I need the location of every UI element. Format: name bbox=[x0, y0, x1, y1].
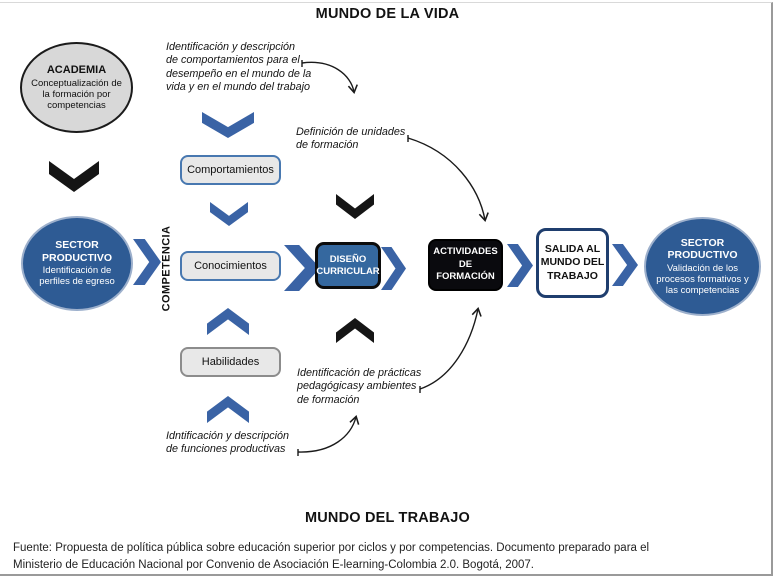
annotation-line: de funciones productivas bbox=[166, 443, 286, 456]
node-actividades-formacion: ACTIVIDADES DE FORMACIÓN bbox=[428, 239, 503, 291]
source-citation: Fuente: Propuesta de política pública so… bbox=[13, 540, 649, 575]
annotation-line: de formación bbox=[296, 139, 359, 152]
competencia-label: COMPETENCIA bbox=[160, 225, 173, 312]
source-citation-line2: Ministerio de Educación Nacional por Con… bbox=[13, 559, 535, 572]
annotation-line: Definición de unidades bbox=[296, 126, 406, 138]
annotation-comportamientos: Identificación y descripción de comporta… bbox=[166, 41, 326, 95]
node-diseno-curricular: DISEÑO CURRICULAR bbox=[315, 242, 381, 289]
node-sector-productivo-left: SECTOR PRODUCTIVO Identificación de perf… bbox=[21, 216, 133, 311]
annotation-line: de formación bbox=[297, 393, 360, 406]
node-conocimientos-label: Conocimientos bbox=[194, 260, 267, 272]
node-sector-right-title: SECTOR PRODUCTIVO bbox=[667, 236, 738, 262]
node-salida-mundo-trabajo: SALIDA AL MUNDO DEL TRABAJO bbox=[536, 228, 609, 298]
annotation-line: vida y en el mundo del trabajo bbox=[166, 81, 311, 94]
node-habilidades-label: Habilidades bbox=[201, 356, 260, 368]
node-salida-mundo-trabajo-label: SALIDA AL MUNDO DEL TRABAJO bbox=[540, 242, 605, 282]
annotation-funciones-productivas: Idntificación y descripción de funciones… bbox=[166, 430, 301, 457]
node-sector-productivo-right: SECTOR PRODUCTIVO Validación de los proc… bbox=[644, 217, 761, 316]
annotation-line: desempeño en el mundo de la bbox=[166, 67, 312, 80]
node-comportamientos: Comportamientos bbox=[180, 155, 281, 185]
node-academia: ACADEMIA Conceptualización de la formaci… bbox=[20, 42, 133, 133]
node-actividades-formacion-label: ACTIVIDADES DE FORMACIÓN bbox=[433, 246, 498, 283]
node-academia-title: ACADEMIA bbox=[46, 63, 107, 76]
annotation-line: Identificación de prácticas bbox=[297, 367, 422, 379]
annotation-definicion-unidades: Definición de unidades de formación bbox=[296, 126, 416, 153]
node-sector-left-title: SECTOR PRODUCTIVO bbox=[41, 239, 112, 264]
annotation-line: Identificación y descripción bbox=[166, 41, 296, 53]
node-habilidades: Habilidades bbox=[180, 347, 281, 377]
annotation-line: de comportamientos para el bbox=[166, 54, 300, 67]
title-mundo-de-la-vida: MUNDO DE LA VIDA bbox=[315, 6, 460, 22]
annotation-practicas-pedagogicas: Identificación de prácticas pedagógicasy… bbox=[297, 367, 427, 407]
title-mundo-del-trabajo: MUNDO DEL TRABAJO bbox=[304, 510, 471, 526]
node-sector-left-subtitle: Identificación de perfiles de egreso bbox=[39, 265, 115, 288]
node-diseno-curricular-label: DISEÑO CURRICULAR bbox=[316, 253, 380, 277]
node-conocimientos: Conocimientos bbox=[180, 251, 281, 281]
annotation-line: pedagógicasy ambientes bbox=[297, 380, 417, 393]
source-citation-line1: Fuente: Propuesta de política pública so… bbox=[13, 542, 650, 554]
node-sector-right-subtitle: Validación de los procesos formativos y … bbox=[656, 262, 749, 296]
annotation-line: Idntificación y descripción bbox=[166, 430, 290, 442]
node-academia-subtitle: Conceptualización de la formación por co… bbox=[31, 77, 122, 112]
node-comportamientos-label: Comportamientos bbox=[187, 164, 274, 176]
